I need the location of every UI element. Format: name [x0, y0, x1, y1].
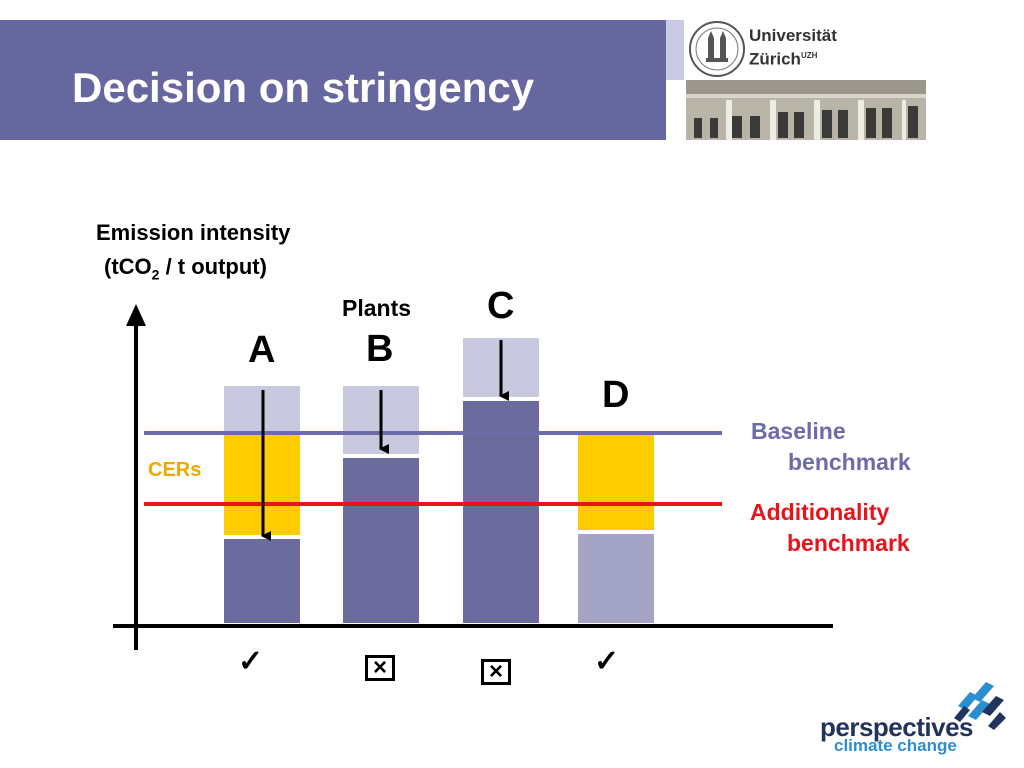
university-abbrev: UZH [800, 51, 818, 60]
y-axis-arrowhead [126, 304, 146, 326]
baseline-label-line1: Baseline [751, 418, 846, 444]
university-seal-icon [689, 21, 745, 77]
plants-label: Plants [342, 295, 412, 321]
plant-a-lower-bar [224, 539, 300, 623]
plant-b-lower-bar [343, 458, 419, 623]
plant-b-cross-box-icon: × [365, 655, 395, 681]
header-accent-strip [666, 20, 684, 80]
plant-a-check-icon: ✓ [238, 645, 264, 678]
plant-b-label: B [366, 328, 394, 370]
y-axis-label-line2: (tCO2 / t output) [104, 254, 267, 283]
plant-c-cross-box-icon: × [481, 659, 511, 685]
plant-c-label: C [487, 285, 515, 327]
additionality-benchmark-label: Additionality benchmark [750, 497, 910, 559]
y-axis-label: Emission intensity (tCO2 / t output) [96, 216, 290, 291]
baseline-benchmark-label: Baseline benchmark [751, 416, 911, 478]
plant-d-label: D [602, 374, 630, 416]
climate-change-logo-text: climate change [834, 736, 957, 755]
cers-label: CERs [148, 459, 202, 481]
plant-a-label: A [248, 329, 276, 371]
plant-d-check-icon: ✓ [594, 645, 620, 678]
y-axis-label-line1: Emission intensity [96, 220, 291, 245]
plant-c-lower-bar [463, 401, 539, 623]
additionality-label-line2: benchmark [787, 530, 910, 556]
plant-d-lower-bar [578, 534, 654, 623]
header-band [0, 20, 666, 140]
slide-title: Decision on stringency [72, 64, 535, 111]
plant-d-cers-bar [578, 434, 654, 530]
building-photo [686, 80, 926, 140]
perspectives-logo-text: perspectives [820, 712, 973, 742]
university-name-line2: ZürichUZH [749, 49, 818, 69]
baseline-label-line2: benchmark [788, 449, 911, 475]
additionality-label-line1: Additionality [750, 499, 890, 525]
perspectives-logo-icon [954, 682, 1006, 730]
university-name-line1: Universität [749, 26, 837, 45]
university-name: Universität ZürichUZH [749, 26, 837, 70]
